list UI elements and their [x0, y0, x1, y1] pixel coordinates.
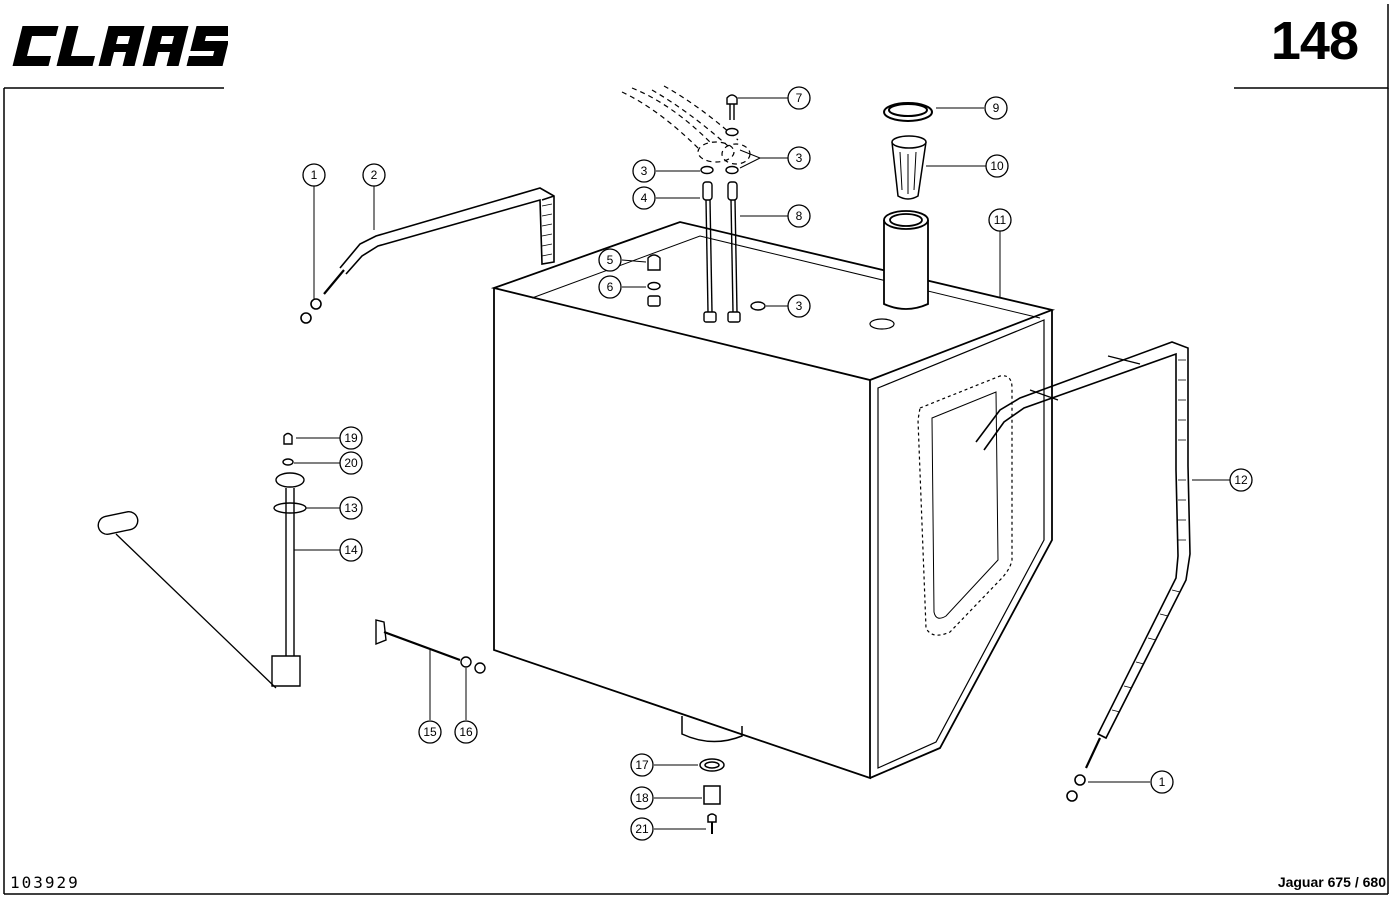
fuel-level-sender	[97, 432, 307, 689]
callout: 4	[632, 186, 656, 210]
svg-text:1: 1	[311, 168, 318, 182]
svg-text:1: 1	[1159, 775, 1166, 789]
drain-plug-top	[647, 254, 766, 311]
callout: 13	[339, 496, 363, 520]
callout: 19	[339, 426, 363, 450]
svg-text:3: 3	[641, 164, 648, 178]
page-number: 148	[1270, 11, 1359, 71]
svg-text:21: 21	[635, 822, 649, 836]
svg-text:18: 18	[635, 791, 649, 805]
holder-bolt	[375, 619, 486, 674]
callouts: 1 2 7 9 3 3 10 4 8 11 5 6 3 19 20 13 14 …	[302, 86, 1253, 841]
svg-text:7: 7	[796, 91, 803, 105]
callout: 6	[598, 275, 622, 299]
tank-strap-right	[975, 341, 1191, 802]
svg-text:2: 2	[371, 168, 378, 182]
callout: 21	[630, 817, 654, 841]
svg-text:15: 15	[423, 725, 437, 739]
svg-text:3: 3	[796, 151, 803, 165]
svg-text:11: 11	[994, 213, 1007, 227]
filler-neck	[869, 210, 929, 330]
svg-text:3: 3	[796, 299, 803, 313]
callout: 9	[984, 96, 1008, 120]
callout: 8	[787, 204, 811, 228]
suction-return-pipes	[700, 94, 741, 323]
model-name: Jaguar 675 / 680	[1277, 874, 1386, 890]
callout: 5	[598, 248, 622, 272]
drawing-number: 103929	[10, 873, 80, 892]
svg-text:17: 17	[635, 758, 649, 772]
callout: 3	[787, 146, 811, 170]
svg-text:10: 10	[990, 159, 1004, 173]
callout: 16	[454, 720, 478, 744]
svg-text:5: 5	[607, 253, 614, 267]
svg-text:12: 12	[1234, 473, 1248, 487]
callout: 10	[985, 154, 1009, 178]
callout: 20	[339, 451, 363, 475]
claas-logo	[12, 26, 228, 66]
tank-strap-left	[300, 187, 555, 324]
callout: 3	[632, 159, 656, 183]
callout: 15	[418, 720, 442, 744]
filler-cap	[883, 102, 933, 122]
svg-text:14: 14	[344, 543, 358, 557]
svg-text:8: 8	[796, 209, 803, 223]
callout: 17	[630, 753, 654, 777]
callout: 3	[787, 294, 811, 318]
svg-text:4: 4	[641, 191, 648, 205]
svg-text:9: 9	[993, 101, 1000, 115]
callout: 12	[1229, 468, 1253, 492]
drain-plug-bottom	[699, 758, 725, 834]
filler-strainer	[891, 135, 927, 200]
callout: 11	[988, 208, 1012, 232]
callout-leaders	[294, 97, 1230, 830]
sheet-frame	[3, 4, 1389, 895]
svg-text:13: 13	[344, 501, 358, 515]
svg-text:16: 16	[459, 725, 473, 739]
callout: 18	[630, 786, 654, 810]
svg-text:19: 19	[344, 431, 358, 445]
callout: 7	[787, 86, 811, 110]
callout: 1	[1150, 770, 1174, 794]
callout: 1	[302, 163, 326, 187]
callout: 14	[339, 538, 363, 562]
callout: 2	[362, 163, 386, 187]
svg-text:20: 20	[344, 456, 358, 470]
svg-text:6: 6	[607, 280, 614, 294]
fuel-tank	[490, 221, 1056, 780]
